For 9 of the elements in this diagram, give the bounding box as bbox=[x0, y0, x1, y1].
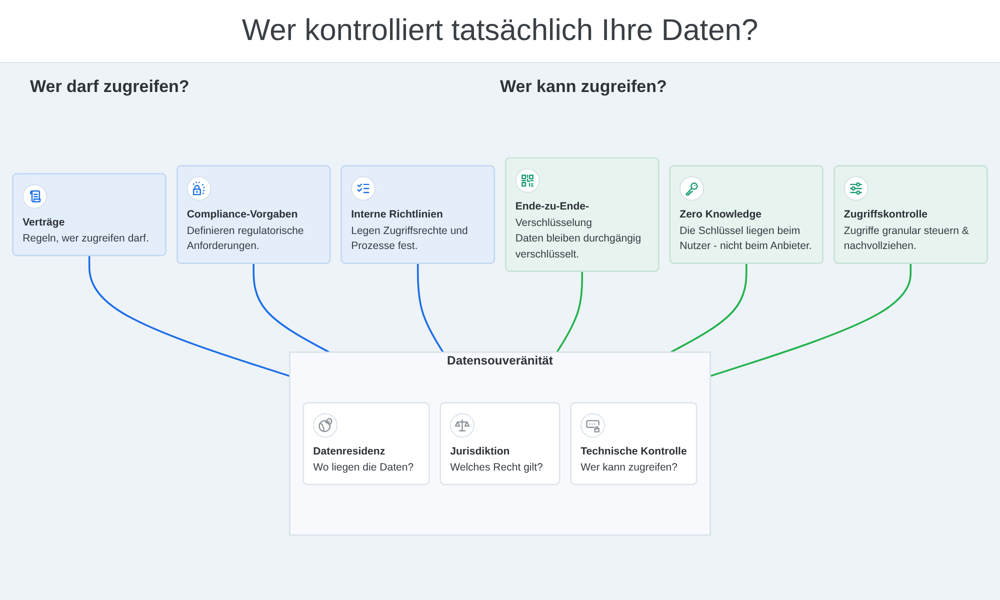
title: Wer kontrolliert tatsächlich Ihre Daten? bbox=[0, 0, 1000, 63]
column-heading: Wer kann zugreifen? bbox=[500, 77, 667, 97]
connector bbox=[416, 263, 444, 353]
connector bbox=[252, 263, 330, 353]
connector bbox=[556, 271, 584, 353]
connector bbox=[710, 263, 912, 377]
connector bbox=[670, 263, 748, 353]
connector bbox=[88, 255, 290, 377]
column-heading: Wer darf zugreifen? bbox=[30, 77, 190, 97]
